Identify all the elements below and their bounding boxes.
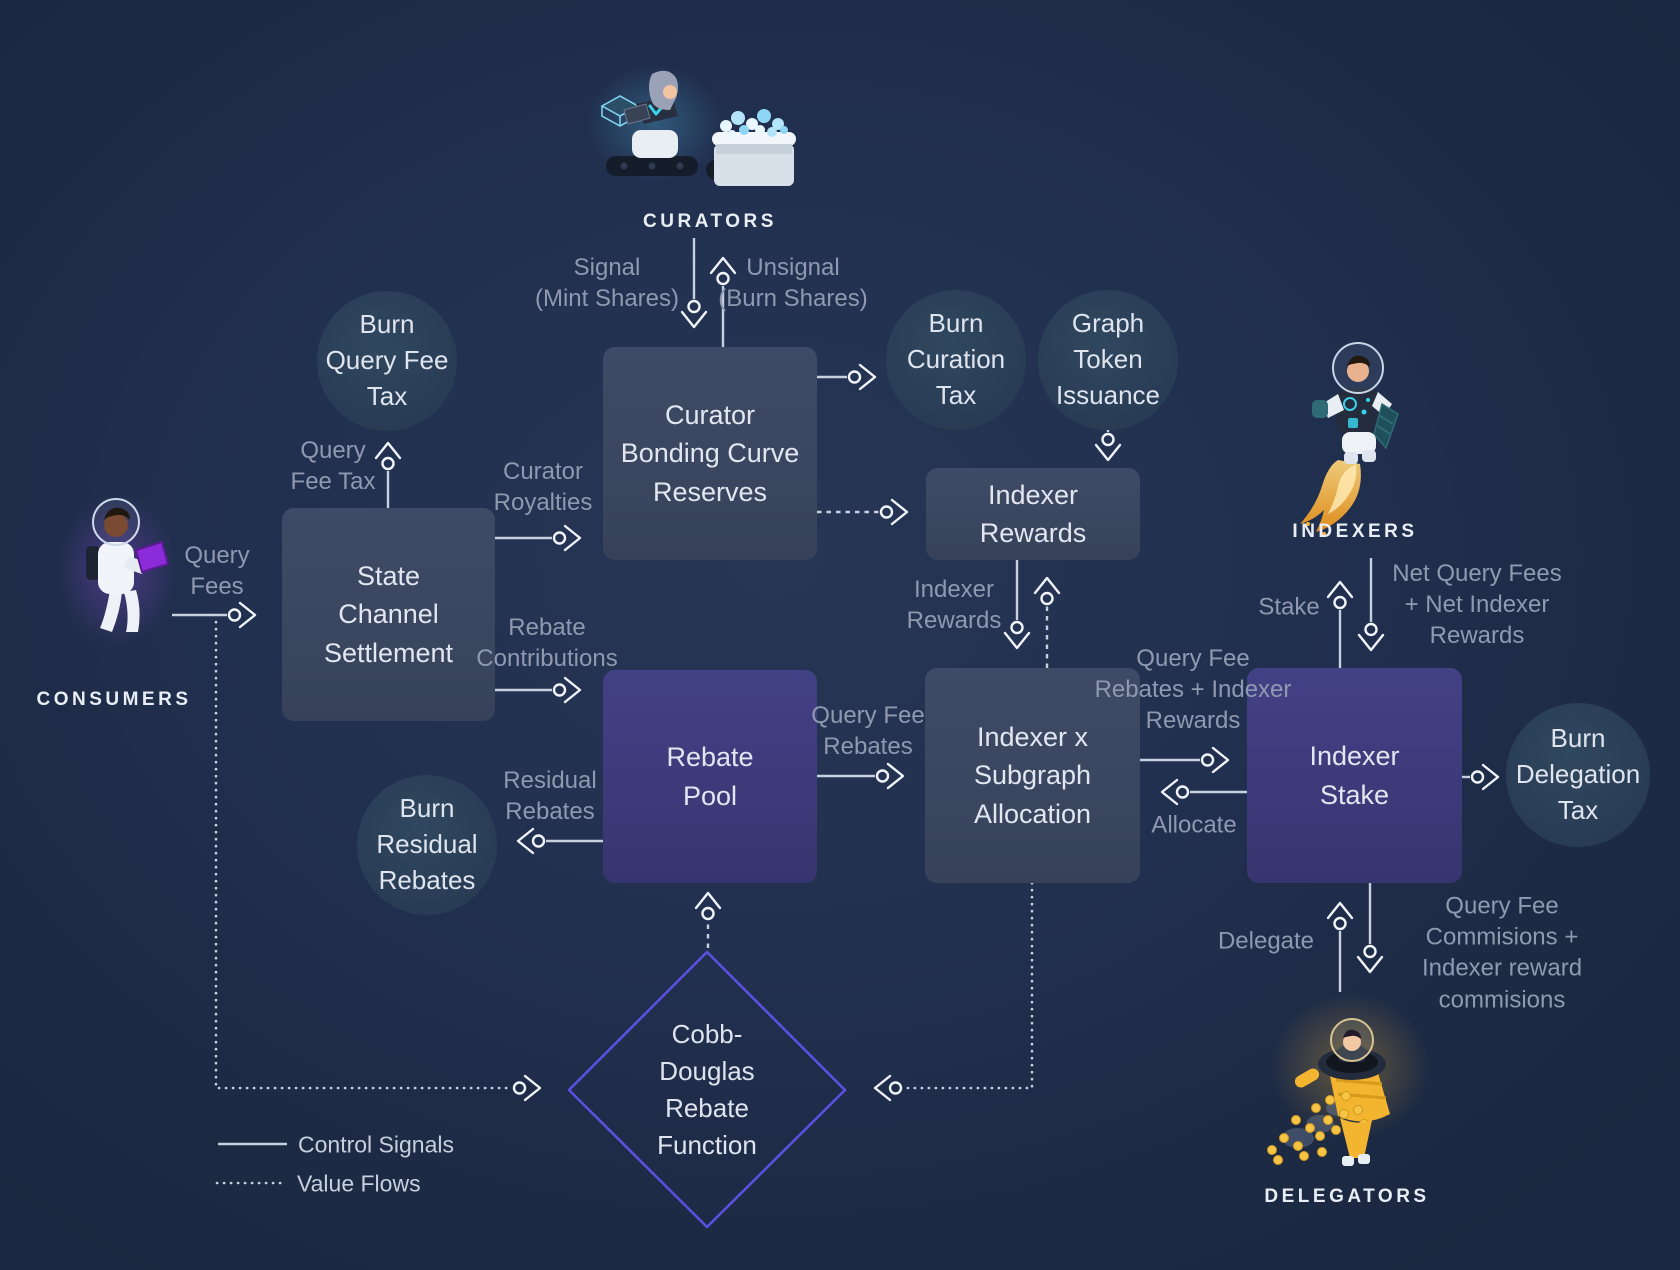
delegators-label: DELEGATORS [1264,1186,1430,1207]
curators-label: CURATORS [643,211,777,232]
node-burn-curation-tax: Burn Curation Tax [886,290,1026,430]
node-curator-bonding-curve-reserves: Curator Bonding Curve Reserves [603,347,817,560]
edge-label-residual-rebates: Residual Rebates [503,766,597,825]
edge-label-query-fee-commissions: Query Fee Commisions + Indexer reward co… [1421,892,1583,1014]
legend-value-flows: Value Flows [297,1170,421,1197]
edge-label-query-fee-rebates: Query Fee Rebates [811,701,925,760]
node-cobb-douglas-rebate-function: Cobb- Douglas Rebate Function [657,1019,757,1160]
node-burn-query-fee-tax: Burn Query Fee Tax [317,291,457,431]
edge-allocation-to-cobb-douglas-dotted [873,881,1034,1102]
edge-label-unsignal: Unsignal (Burn Shares) [718,253,868,312]
node-burn-residual-rebates: Burn Residual Rebates [357,775,497,915]
delegators-illustration [1267,992,1430,1166]
curators-illustration [586,65,796,186]
edge-label-net-query-fees: Net Query Fees + Net Indexer Rewards [1392,560,1562,650]
edge-label-delegate: Delegate [1217,927,1315,955]
indexers-illustration [1300,342,1399,536]
edge-label-allocate: Allocate [1151,811,1237,839]
edge-label-curator-royalties: Curator Royalties [493,457,593,516]
node-rebate-pool: Rebate Pool [603,670,817,883]
edge-label-query-fees: Query Fees [184,541,250,600]
node-graph-token-issuance: Graph Token Issuance [1038,290,1178,430]
node-indexer-stake: Indexer Stake [1247,668,1462,883]
edge-label-indexer-rewards: Indexer Rewards [906,575,1002,634]
node-indexer-rewards: Indexer Rewards [926,468,1140,560]
edge-label-signal: Signal (Mint Shares) [534,253,680,312]
node-burn-delegation-tax: Burn Delegation Tax [1506,703,1650,847]
edge-label-qf-rebates-indexer-rewards: Query Fee Rebates + Indexer Rewards [1094,645,1292,735]
indexers-label: INDEXERS [1292,521,1418,542]
consumers-illustration [57,492,177,648]
node-state-channel-settlement: State Channel Settlement [282,508,495,721]
edge-label-stake: Stake [1258,593,1320,621]
consumers-label: CONSUMERS [36,689,192,710]
edge-consumers-to-cobb-douglas-dotted [214,620,542,1102]
edge-label-rebate-contributions: Rebate Contributions [476,613,618,672]
edge-label-query-fee-tax: Query Fee Tax [290,436,376,495]
node-indexer-subgraph-allocation: Indexer x Subgraph Allocation [925,668,1140,883]
cobb-douglas-diamond [567,950,847,1229]
legend-control-signals: Control Signals [298,1131,454,1158]
